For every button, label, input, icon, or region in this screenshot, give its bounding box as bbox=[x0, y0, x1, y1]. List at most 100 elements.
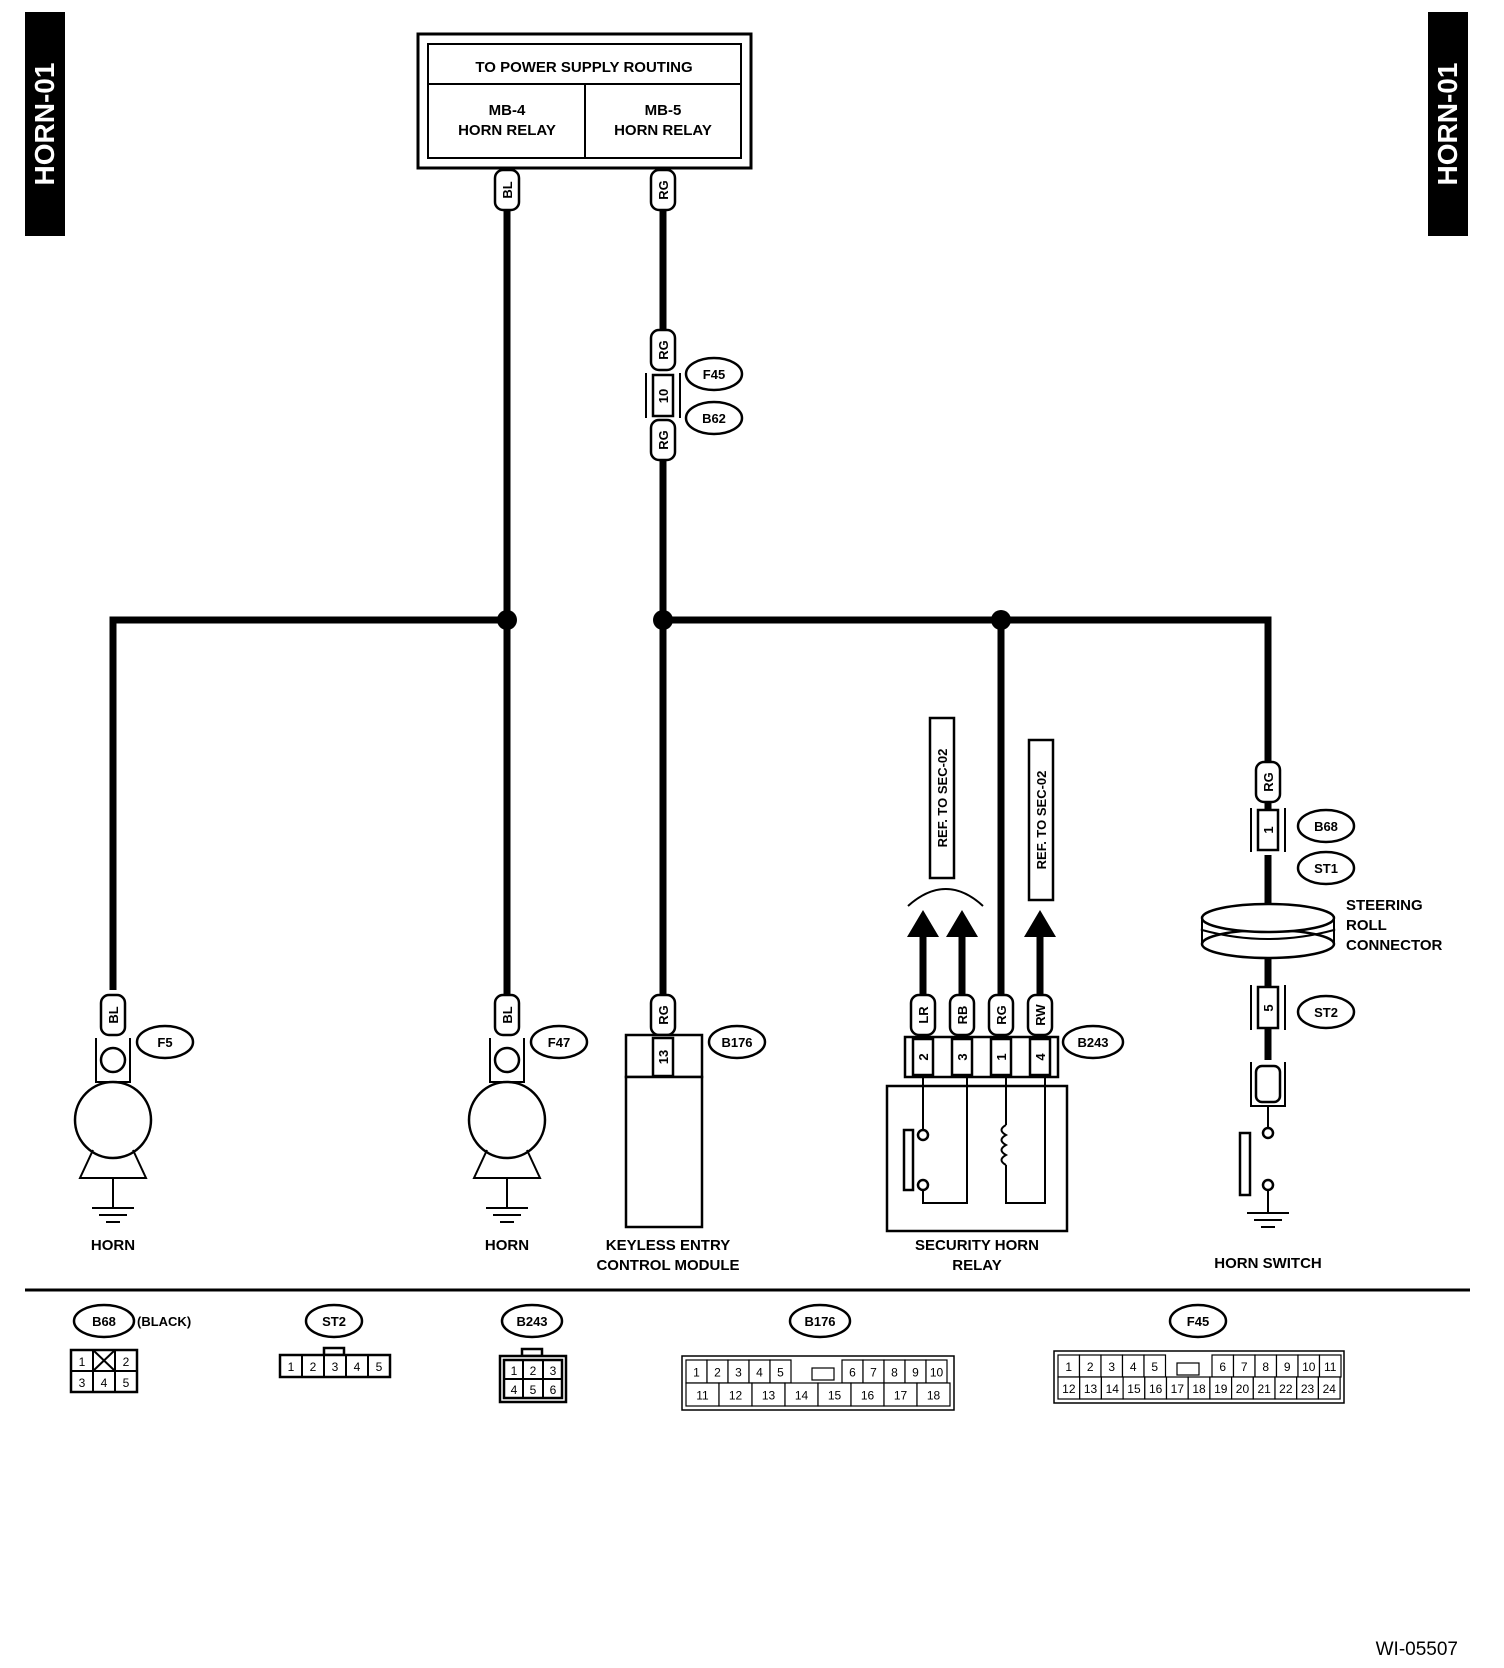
legend-b68-label: B68 bbox=[92, 1314, 116, 1329]
f47-label: F47 bbox=[548, 1035, 570, 1050]
legend-b243-pin1: 1 bbox=[511, 1364, 518, 1378]
wire-tag-rg-top: RG bbox=[649, 168, 677, 212]
legend-b176-label: B176 bbox=[804, 1314, 835, 1329]
legend-b176-pin17: 17 bbox=[894, 1389, 908, 1403]
st1-label: ST1 bbox=[1314, 861, 1338, 876]
legend-st2-pin1: 1 bbox=[288, 1360, 295, 1374]
legend-b243-label: B243 bbox=[516, 1314, 547, 1329]
junction-bl bbox=[497, 610, 517, 630]
horn-right: BL F47 HORN bbox=[467, 993, 589, 1254]
mb4-horn-relay-label: HORN RELAY bbox=[458, 122, 556, 139]
b243-label: B243 bbox=[1077, 1035, 1108, 1050]
ref-sec02-b: REF. TO SEC-02 bbox=[1027, 738, 1055, 902]
b68-wire-tag-text: RG bbox=[1261, 772, 1276, 792]
steering-label-line1: STEERING bbox=[1346, 897, 1423, 914]
page-tag-right: HORN-01 bbox=[1428, 12, 1468, 236]
legend-b176-pin3: 3 bbox=[735, 1366, 742, 1380]
legend-b68-pin1: 1 bbox=[79, 1355, 86, 1369]
security-horn-relay: LR RB RG RW 2 3 1 4 B243 SECURITY HORN R… bbox=[885, 993, 1125, 1274]
b62-label: B62 bbox=[702, 411, 726, 426]
wires bbox=[109, 168, 1272, 1060]
legend-b68-color: (BLACK) bbox=[137, 1314, 191, 1329]
legend-f45-pin12: 12 bbox=[1062, 1382, 1076, 1396]
st2-label: ST2 bbox=[1314, 1005, 1338, 1020]
legend-b243-pin4: 4 bbox=[511, 1383, 518, 1397]
legend-f45-pin6: 6 bbox=[1219, 1360, 1226, 1374]
legend-b68-pin2: 2 bbox=[123, 1355, 130, 1369]
keyless-label-line1: KEYLESS ENTRY bbox=[606, 1237, 730, 1254]
horn-switch: HORN SWITCH bbox=[1214, 1062, 1322, 1272]
legend-b243-pin5: 5 bbox=[530, 1383, 537, 1397]
page-tag-left: HORN-01 bbox=[25, 12, 65, 236]
legend-f45-pin19: 19 bbox=[1214, 1382, 1228, 1396]
steering-label-line3: CONNECTOR bbox=[1346, 937, 1443, 954]
page-tag-left-text: HORN-01 bbox=[29, 63, 60, 186]
legend-b176-pin10: 10 bbox=[930, 1366, 944, 1380]
legend-b68-pin3: 3 bbox=[79, 1376, 86, 1390]
power-supply-box: TO POWER SUPPLY ROUTING MB-4 HORN RELAY … bbox=[416, 32, 753, 170]
legend-f45-label: F45 bbox=[1187, 1314, 1209, 1329]
figure-id: WI-05507 bbox=[1376, 1639, 1458, 1660]
horn-left: BL F5 HORN bbox=[73, 993, 195, 1254]
legend-st2-label: ST2 bbox=[322, 1314, 346, 1329]
legend-f45-pin4: 4 bbox=[1130, 1360, 1137, 1374]
legend-f45-pin8: 8 bbox=[1262, 1360, 1269, 1374]
security-label-line1: SECURITY HORN bbox=[915, 1237, 1039, 1254]
b68-pin-text: 1 bbox=[1261, 826, 1276, 833]
horn-left-label: HORN bbox=[91, 1237, 135, 1254]
b62-wire-tag-text: RG bbox=[656, 430, 671, 450]
legend-b176-pin9: 9 bbox=[912, 1366, 919, 1380]
f5-label: F5 bbox=[157, 1035, 172, 1050]
legend-b176-pin12: 12 bbox=[729, 1389, 743, 1403]
legend-st2-pin4: 4 bbox=[354, 1360, 361, 1374]
f45-pin-text: 10 bbox=[656, 389, 671, 403]
legend-f45-pin9: 9 bbox=[1284, 1360, 1291, 1374]
st2-pin-text: 5 bbox=[1261, 1004, 1276, 1011]
legend-b176-pin8: 8 bbox=[891, 1366, 898, 1380]
legend-f45-pin17: 17 bbox=[1171, 1382, 1185, 1396]
b176-pin-text: 13 bbox=[656, 1050, 671, 1064]
f47-wire-tag-text: BL bbox=[500, 1006, 515, 1023]
b243-pin-3: 3 bbox=[955, 1053, 970, 1060]
junction-relay bbox=[991, 610, 1011, 630]
ref-sec02-a: REF. TO SEC-02 bbox=[928, 716, 956, 880]
keyless-entry-module: RG 13 B176 KEYLESS ENTRY CONTROL MODULE bbox=[596, 993, 767, 1274]
page-tag-right-text: HORN-01 bbox=[1432, 63, 1463, 186]
legend-b176-pin4: 4 bbox=[756, 1366, 763, 1380]
relay-arrows bbox=[907, 910, 1056, 1000]
keyless-label-line2: CONTROL MODULE bbox=[596, 1257, 739, 1274]
legend-b243-pin3: 3 bbox=[550, 1364, 557, 1378]
legend-b243-pin6: 6 bbox=[550, 1383, 557, 1397]
legend-f45-pin15: 15 bbox=[1127, 1382, 1141, 1396]
horn-right-label: HORN bbox=[485, 1237, 529, 1254]
ref-sec02-a-text: REF. TO SEC-02 bbox=[935, 749, 950, 848]
legend-b176-pin18: 18 bbox=[927, 1389, 941, 1403]
b243-pin-1: 1 bbox=[994, 1053, 1009, 1060]
legend-b176-pin13: 13 bbox=[762, 1389, 776, 1403]
legend-f45-pin24-cell bbox=[1317, 1376, 1341, 1400]
wire-tag-rg-top-text: RG bbox=[656, 180, 671, 200]
b243-pin-4: 4 bbox=[1033, 1053, 1048, 1061]
b176-label: B176 bbox=[721, 1035, 752, 1050]
b68-label: B68 bbox=[1314, 819, 1338, 834]
legend-f45-pin1: 1 bbox=[1065, 1360, 1072, 1374]
wire-tag-bl-top: BL bbox=[493, 168, 521, 212]
legend-b176-pin1: 1 bbox=[693, 1366, 700, 1380]
legend-f45-pin18: 18 bbox=[1192, 1382, 1206, 1396]
horn-switch-label: HORN SWITCH bbox=[1214, 1255, 1322, 1272]
b243-tag-rb: RB bbox=[955, 1006, 970, 1025]
legend-f45-pin23: 23 bbox=[1301, 1382, 1315, 1396]
connector-f45-b62: RG 10 RG F45 B62 bbox=[645, 328, 744, 462]
legend-b68-pin4: 4 bbox=[101, 1376, 108, 1390]
b243-pin-2: 2 bbox=[916, 1053, 931, 1060]
legend-st2-pin5: 5 bbox=[376, 1360, 383, 1374]
legend-st2: ST2 1 2 3 4 5 bbox=[278, 1303, 392, 1379]
legend-b176-pin11: 11 bbox=[696, 1389, 709, 1403]
legend-f45-pin2: 2 bbox=[1087, 1360, 1094, 1374]
f5-wire-tag-text: BL bbox=[106, 1006, 121, 1023]
wire-tag-bl-top-text: BL bbox=[500, 181, 515, 198]
legend-b176-pin5: 5 bbox=[777, 1366, 784, 1380]
